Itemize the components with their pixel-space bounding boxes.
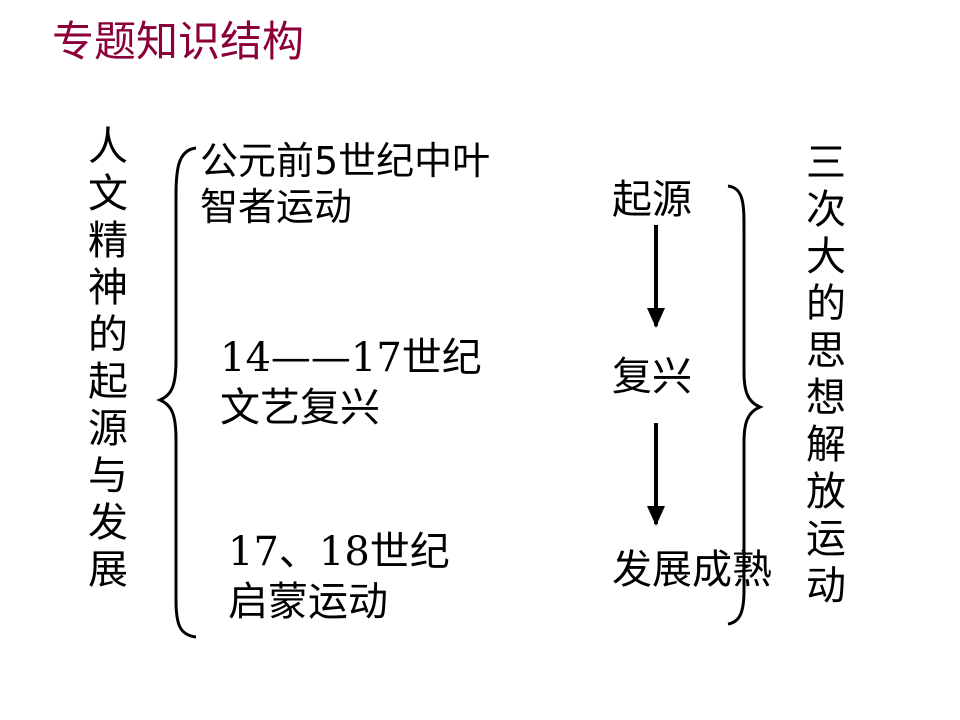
period-block-enlightenment: 17、18世纪 启蒙运动 — [228, 527, 450, 627]
period-block-renaissance: 14——17世纪 文艺复兴 — [220, 333, 482, 433]
period-block-sophists: 公元前5世纪中叶 智者运动 — [200, 138, 490, 230]
period-movement: 智者运动 — [200, 185, 353, 229]
stage-revival: 复兴 — [612, 354, 692, 400]
right-brace — [727, 184, 764, 626]
period-movement: 文艺复兴 — [220, 385, 380, 431]
period-time: 14——17世纪 — [220, 335, 482, 381]
left-vertical-label: 人文精神的起源与发展 — [88, 124, 128, 593]
page-title: 专题知识结构 — [52, 17, 305, 66]
period-time: 公元前5世纪中叶 — [200, 139, 491, 183]
stage-origin: 起源 — [612, 177, 692, 223]
arrowhead-2 — [647, 506, 665, 526]
arrowhead-1 — [647, 308, 665, 328]
period-time: 17、18世纪 — [228, 529, 450, 575]
period-movement: 启蒙运动 — [228, 579, 388, 625]
right-vertical-label: 三次大的思想解放运动 — [806, 140, 846, 609]
left-brace — [156, 146, 197, 639]
